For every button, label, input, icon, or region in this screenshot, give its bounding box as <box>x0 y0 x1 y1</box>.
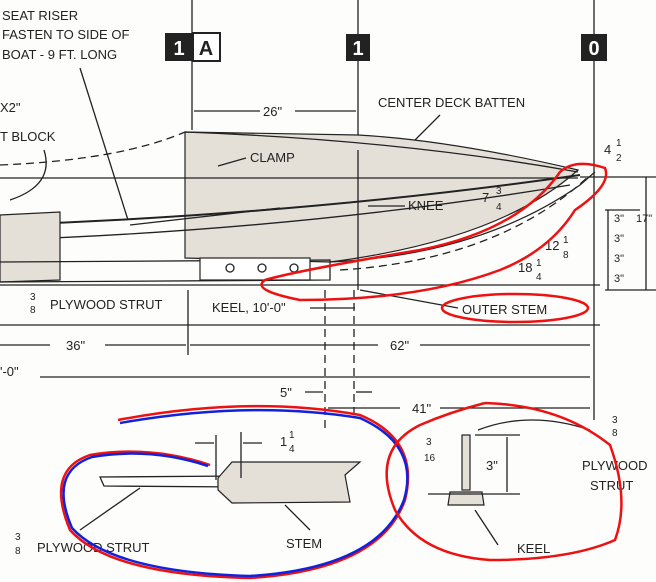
boat-length-label: BOAT - 9 FT. LONG <box>2 47 117 62</box>
dim-36: 36" <box>66 338 85 353</box>
svg-text:4: 4 <box>289 444 295 455</box>
x2-label: X2" <box>0 100 21 115</box>
dim-3-c: 3" <box>614 253 624 265</box>
red-annotation-stem-detail <box>59 404 410 580</box>
svg-text:4: 4 <box>604 142 611 157</box>
svg-text:2: 2 <box>616 153 622 164</box>
t-block-label: T BLOCK <box>0 129 56 144</box>
seat-riser-label: SEAT RISER <box>2 8 78 23</box>
detail-stem <box>217 461 362 504</box>
svg-text:1: 1 <box>289 430 295 441</box>
dim-3-d: 3" <box>614 273 624 285</box>
station-marker-0: 0 <box>581 34 607 61</box>
svg-text:1: 1 <box>536 258 542 269</box>
svg-text:3: 3 <box>496 186 502 197</box>
svg-text:1: 1 <box>616 138 622 149</box>
t-block-leader <box>9 149 47 201</box>
stem-dashed <box>339 174 591 271</box>
detail-plywood-strut-right-label: 3 8 PLYWOOD STRUT <box>582 415 648 493</box>
dim-4-1-2: 4 1 2 <box>604 138 622 164</box>
dim-3-16: 3 16 <box>424 437 436 464</box>
detail-plywood-strut-label: 3 8 PLYWOOD STRUT <box>15 532 149 557</box>
plywood-strut-label: 3 8 PLYWOOD STRUT <box>30 292 162 316</box>
svg-text:3: 3 <box>426 437 432 448</box>
chine-line <box>0 174 581 226</box>
svg-text:3: 3 <box>15 532 21 543</box>
blue-annotation-stem-detail <box>62 408 409 578</box>
svg-text:18: 18 <box>518 260 532 275</box>
svg-text:PLYWOOD STRUT: PLYWOOD STRUT <box>50 297 162 312</box>
svg-text:PLYWOOD: PLYWOOD <box>582 458 648 473</box>
dim-18-1-4: 18 1 4 <box>518 258 542 283</box>
svg-text:1: 1 <box>280 434 287 449</box>
station-marker-1a: 1 A <box>165 32 221 62</box>
detail-stem-label: STEM <box>286 536 322 551</box>
dim-7-3-4: 7 3 4 <box>482 186 502 213</box>
svg-text:1: 1 <box>563 235 569 246</box>
detail-keel-strut <box>461 434 471 491</box>
center-deck-batten-label: CENTER DECK BATTEN <box>378 95 525 110</box>
keel-bar <box>0 259 331 283</box>
keel-strut-leader <box>477 419 591 431</box>
station-number: 1 <box>173 38 184 60</box>
svg-text:4: 4 <box>496 202 502 213</box>
svg-text:3: 3 <box>612 415 618 426</box>
hull-side-panel <box>184 131 580 263</box>
detail-keel <box>447 491 485 506</box>
dim-5: 5" <box>280 385 292 400</box>
dim-12-1-8: 12 1 8 <box>545 235 569 261</box>
clamp-label: CLAMP <box>250 150 295 165</box>
station-marker-1: 1 <box>346 34 370 61</box>
dim-1-1-4: 1 1 4 <box>280 430 295 455</box>
dim-17: 17" <box>636 213 652 225</box>
svg-text:7: 7 <box>482 190 489 205</box>
svg-text:16: 16 <box>424 453 436 464</box>
svg-text:4: 4 <box>536 272 542 283</box>
strut-plate <box>199 257 311 281</box>
svg-text:8: 8 <box>612 428 618 439</box>
svg-text:STRUT: STRUT <box>590 478 633 493</box>
dim-62: 62" <box>390 338 409 353</box>
station-letter: A <box>199 38 213 60</box>
sheer-dashed-line <box>0 131 186 166</box>
svg-text:3: 3 <box>30 292 36 303</box>
svg-text:8: 8 <box>30 305 36 316</box>
svg-text:1: 1 <box>352 38 363 60</box>
transom-block <box>0 211 61 283</box>
outer-stem-label: OUTER STEM <box>462 302 547 317</box>
dim-26: 26" <box>263 104 282 119</box>
seat-riser-leader <box>79 67 129 221</box>
chine-line-2 <box>0 184 571 241</box>
svg-text:12: 12 <box>545 238 559 253</box>
dim-3-keel: 3" <box>486 458 498 473</box>
dim-3-a: 3" <box>614 213 624 225</box>
red-annotation-outer-stem <box>440 292 590 324</box>
keel-length-label: KEEL, 10'-0" <box>212 300 286 315</box>
deck-batten-line <box>184 131 579 173</box>
svg-text:0: 0 <box>588 38 599 60</box>
dim-3-b: 3" <box>614 233 624 245</box>
red-annotation-keel-detail <box>385 401 623 562</box>
svg-text:8: 8 <box>15 546 21 557</box>
dim-41: 41" <box>412 401 431 416</box>
detail-keel-label: KEEL <box>517 541 550 556</box>
knee-label: KNEE <box>408 198 444 213</box>
fasten-label: FASTEN TO SIDE OF <box>2 27 129 42</box>
svg-text:8: 8 <box>563 250 569 261</box>
seat-riser <box>129 207 281 226</box>
red-annotation-stem-outline <box>260 162 608 302</box>
dim-total: '-0" <box>0 364 19 379</box>
